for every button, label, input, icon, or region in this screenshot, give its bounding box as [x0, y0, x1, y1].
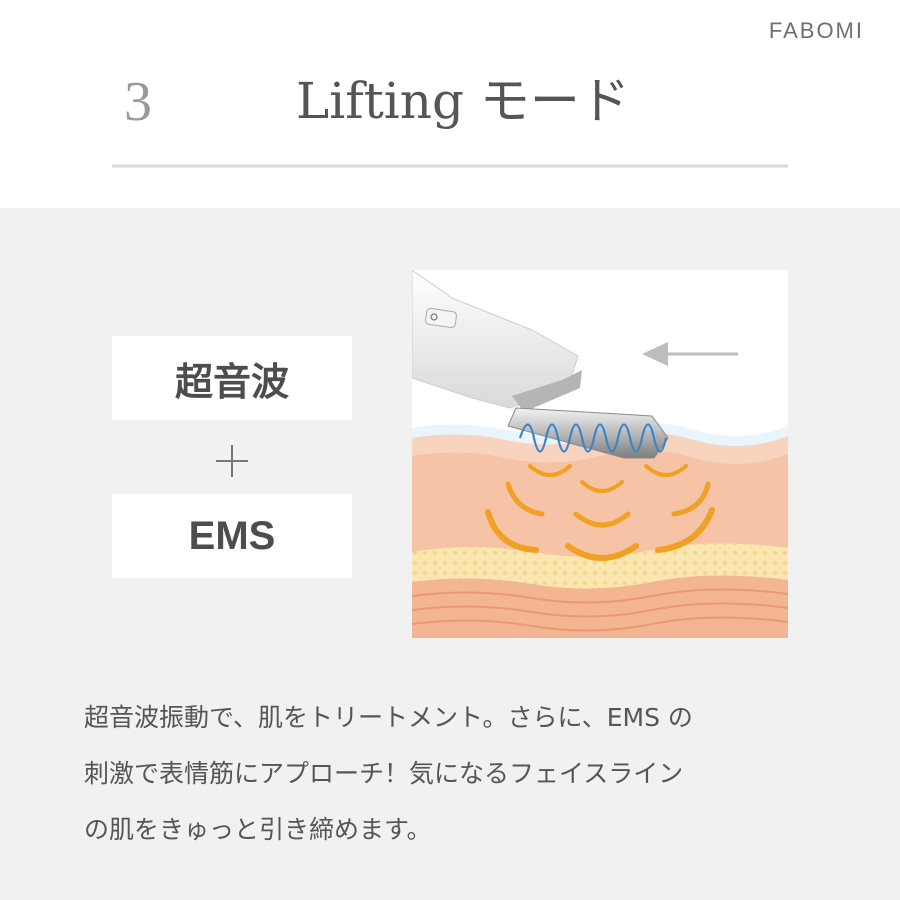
ems-arcs: [485, 464, 715, 561]
description-line: 刺激で表情筋にアプローチ！気になるフェイスライン: [84, 759, 684, 788]
brand-logo: FABOMI: [768, 18, 864, 43]
label-ultrasonic: 超音波: [112, 336, 352, 420]
arrow-left-icon: [642, 342, 738, 366]
page-title: Lifting モード: [296, 72, 630, 130]
skin-layers-icon: [412, 270, 788, 638]
plus-icon: [208, 437, 256, 485]
description-line: 超音波振動で、肌をトリートメント。さらに、EMS の: [84, 703, 693, 732]
label-ems: EMS: [112, 494, 352, 578]
treatment-illustration: [412, 270, 788, 638]
wave-icon: [518, 423, 668, 453]
muscle-lines: [412, 588, 788, 632]
description-line: の肌をきゅっと引き締めます。: [84, 815, 432, 844]
title-divider: [112, 164, 788, 168]
step-number: 3: [124, 71, 152, 133]
device-icon: [412, 270, 669, 459]
description: 超音波振動で、肌をトリートメント。さらに、EMS の 刺激で表情筋にアプローチ！…: [84, 690, 844, 858]
